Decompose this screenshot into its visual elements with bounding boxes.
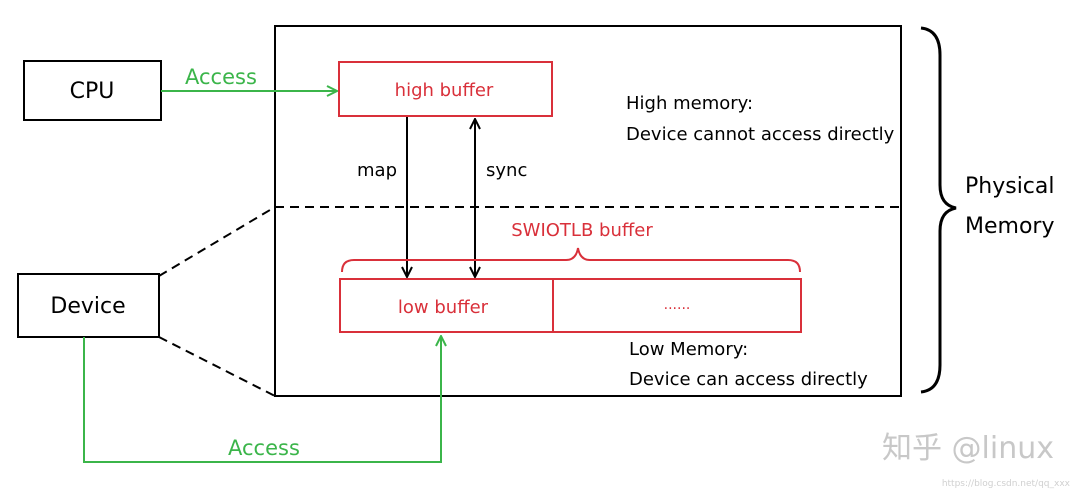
low-buffer-label: low buffer bbox=[398, 297, 489, 318]
device-node bbox=[17, 273, 160, 338]
low-buffer-box bbox=[339, 278, 554, 333]
cpu-node bbox=[23, 60, 162, 121]
device-label: Device bbox=[50, 294, 125, 319]
swiotlb-label: SWIOTLB buffer bbox=[511, 220, 653, 241]
watermark-brand: 知乎 @linux bbox=[882, 431, 1054, 466]
watermark-small: https://blog.csdn.net/qq_xxx bbox=[942, 479, 1071, 489]
swiotlb-rest-label: ...... bbox=[664, 297, 691, 313]
high-buffer-label: high buffer bbox=[395, 80, 494, 101]
cpu-access-label: Access bbox=[185, 65, 257, 89]
sync-label: sync bbox=[486, 160, 527, 181]
device-access-arrow bbox=[83, 336, 441, 463]
physical-memory-label-1: Physical bbox=[965, 174, 1055, 199]
swiotlb-rest-box bbox=[552, 278, 802, 333]
map-label: map bbox=[357, 160, 397, 181]
zoom-line-bottom bbox=[158, 336, 276, 397]
device-access-label: Access bbox=[228, 436, 300, 460]
physical-memory-box bbox=[274, 25, 902, 397]
high-memory-title: High memory: bbox=[626, 93, 753, 114]
cpu-label: CPU bbox=[70, 79, 115, 104]
swiotlb-brace bbox=[341, 247, 801, 273]
physical-memory-label-2: Memory bbox=[965, 214, 1054, 239]
high-buffer-box bbox=[338, 61, 553, 117]
low-memory-title: Low Memory: bbox=[629, 339, 748, 360]
high-memory-desc: Device cannot access directly bbox=[626, 124, 895, 145]
low-memory-desc: Device can access directly bbox=[629, 369, 868, 390]
physical-memory-brace bbox=[920, 26, 957, 394]
zoom-line-top bbox=[158, 206, 276, 277]
